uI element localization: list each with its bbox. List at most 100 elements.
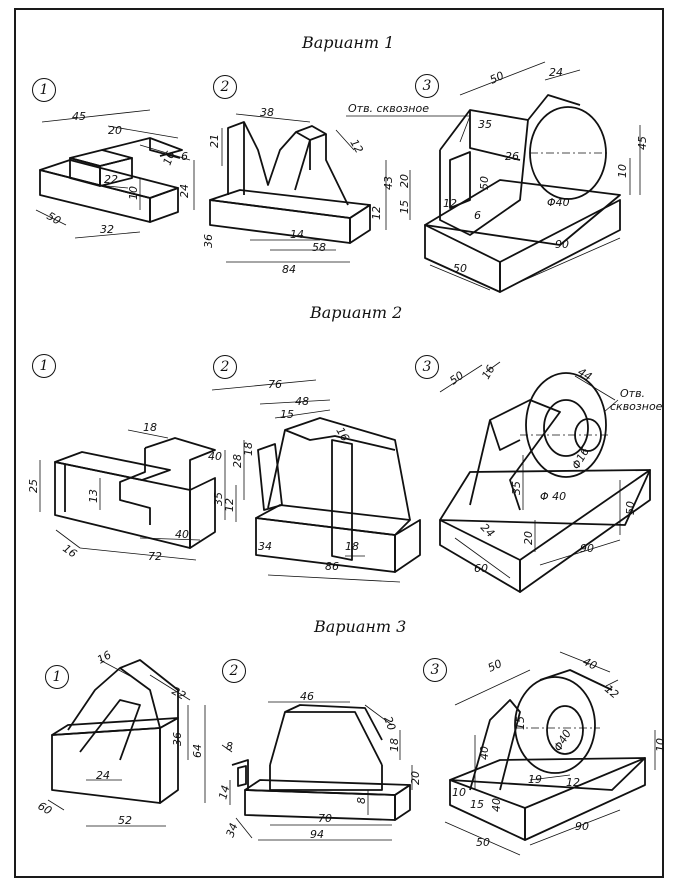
dim-label: 50 [447,369,466,388]
dim-label: 36 [171,732,184,746]
dim-label: 24 [96,769,110,782]
dim-label: 22 [104,173,118,186]
part-number: 3 [423,658,447,682]
dim-label: Φ40 [547,196,570,209]
dim-label: 34 [224,821,241,839]
dim-label: 44 [576,365,595,383]
dim-label: 6 [474,209,481,222]
dim-label: 60 [36,799,55,817]
drawing-sheet [14,8,664,878]
dim-label: 10 [127,186,140,200]
dim-label: 22 [170,684,189,702]
dim-label: 20 [398,174,411,188]
dim-label: 50 [624,501,637,515]
dim-label: 36 [202,234,215,248]
dim-label: 12 [223,498,236,512]
dim-label: 18 [143,421,157,434]
dim-label: 8 [226,740,233,753]
dim-label: 46 [300,690,314,703]
dim-label: 20 [409,771,422,785]
dim-label: 50 [453,262,467,275]
dim-label: Φ40 [551,727,574,753]
variant-3-title: Вариант 3 [314,617,407,636]
dim-label: 25 [27,479,40,493]
part-number: 2 [222,659,246,683]
dim-label: 70 [318,812,332,825]
dim-label: 21 [208,134,221,148]
drawing-v1-p2: 38 21 12 43 12 14 58 36 84 [202,106,395,276]
dim-label: 40 [175,528,189,541]
dim-label: 16 [161,149,178,167]
dim-label: 15 [398,200,411,214]
dim-label: 64 [191,744,204,758]
dim-label: 18 [388,738,401,752]
dim-label: 90 [575,820,589,833]
dim-label: 18 [242,442,255,456]
dim-label: 72 [148,550,162,563]
dim-label: 26 [505,150,519,163]
drawing-v2-p2: 76 48 15 16 28 18 12 18 34 86 [211,378,421,583]
drawing-v3-p3: 50 40 12 15 Φ40 40 19 12 10 15 40 50 90 … [444,651,667,856]
dim-label: 10 [654,738,667,752]
dim-label: 45 [72,110,86,123]
dim-label: 60 [474,562,488,575]
hole-note-line2: сквозное [610,400,663,413]
dim-label: 40 [581,655,599,673]
dim-label: 35 [478,118,492,131]
dim-label: 50 [45,209,64,227]
dim-label: 8 [355,797,368,804]
variant-1-title: Вариант 1 [302,33,395,52]
dim-label: 40 [208,450,222,463]
dim-label: 43 [382,176,395,190]
dim-label: 50 [476,836,490,849]
hole-note: Отв. сквозное [348,102,429,115]
dim-label: 86 [325,560,339,573]
dim-label: 90 [555,238,569,251]
part-number: 1 [32,354,56,378]
dim-label: 20 [108,124,122,137]
dim-label: 12 [443,197,457,210]
dim-label: 35 [212,492,225,506]
dim-label: 52 [118,814,132,827]
dim-label: 48 [295,395,309,408]
dim-label: 14 [216,784,232,801]
dim-label: 12 [370,206,383,220]
part-number: 3 [415,355,439,379]
drawing-v1-p1: 45 20 16 6 22 10 24 50 32 [35,109,195,239]
dim-label: 10 [616,164,629,178]
dim-label: 58 [312,241,326,254]
variant-2-title: Вариант 2 [310,303,403,322]
dim-label: 12 [602,682,621,701]
dim-label: 20 [522,531,535,545]
dim-label: 35 [510,481,523,495]
drawing-v3-p2: 46 20 18 8 20 14 8 70 34 94 [216,690,422,841]
dim-label: 45 [636,136,649,150]
dim-label: 50 [478,176,491,190]
dim-label: 94 [310,828,324,841]
dim-label: 16 [95,648,114,666]
dim-label: 19 [528,773,542,786]
dim-label: 13 [87,489,100,503]
dim-label: 16 [479,363,497,382]
dim-label: 12 [347,137,365,156]
part-number: 3 [415,74,439,98]
part-number: 2 [213,75,237,99]
dim-label: 15 [514,716,527,730]
dim-label: 40 [490,798,503,812]
dim-label: 24 [478,521,497,540]
dim-label: 50 [486,657,504,675]
dim-label: 38 [260,106,274,119]
drawing-v1-p3: Отв. сквозное 50 24 35 26 45 10 20 50 15… [346,61,649,293]
dim-label: 20 [381,715,398,733]
part-number: 2 [213,355,237,379]
dim-label: 16 [333,425,351,444]
dim-label: 24 [178,184,191,198]
part-number: 1 [45,665,69,689]
dim-label: 16 [60,542,79,561]
dim-label: 15 [470,798,484,811]
dim-label: 76 [268,378,282,391]
drawing-v2-p3: 50 16 44 Отв. сквозное Φ16 Φ 40 35 50 24… [439,361,663,593]
dim-label: 84 [282,263,296,276]
dim-label: 90 [580,542,594,555]
